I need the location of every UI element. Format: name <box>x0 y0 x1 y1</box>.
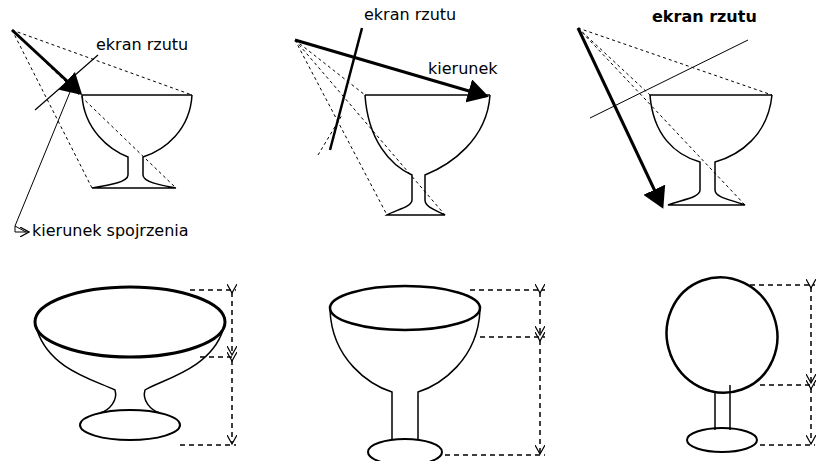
screen-label: ekran rzutu <box>96 36 188 54</box>
panel-two <box>295 28 490 215</box>
panel-one <box>12 30 192 232</box>
goblet-front-three <box>650 262 815 452</box>
goblet-front-two <box>330 286 545 461</box>
view-direction-label: kierunek spojrzenia <box>32 222 189 240</box>
panel-three <box>578 28 772 206</box>
goblet-front-one <box>35 287 236 445</box>
direction-label: kierunek <box>428 60 498 78</box>
screen-label: ekran rzutu <box>364 6 456 24</box>
screen-label: ekran rzutu <box>652 8 757 26</box>
